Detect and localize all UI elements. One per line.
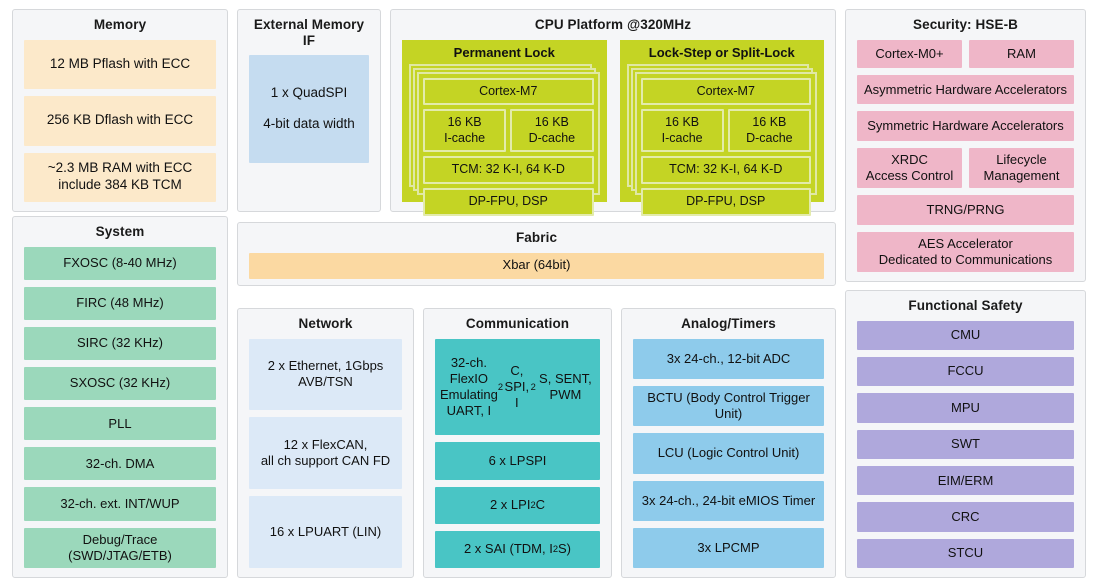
- block-dma[interactable]: 32-ch. DMA: [24, 447, 216, 481]
- block-pll[interactable]: PLL: [24, 407, 216, 441]
- panel-external-memory-if: External Memory IF 1 x QuadSPI 4-bit dat…: [237, 9, 381, 212]
- panel-title-memory: Memory: [93, 17, 147, 32]
- block-security-ram[interactable]: RAM: [969, 39, 1074, 69]
- panel-cpu-platform: CPU Platform @320MHz Permanent Lock Cort…: [390, 9, 836, 216]
- block-cortex-m7[interactable]: Cortex-M7: [423, 77, 594, 106]
- security-row-top: Cortex-M0+ RAM: [857, 39, 1074, 69]
- panel-title-fabric: Fabric: [515, 230, 558, 245]
- panel-functional-safety: Functional Safety CMU FCCU MPU SWT EIM/E…: [845, 290, 1086, 578]
- core-title-permanent-lock: Permanent Lock: [453, 44, 555, 60]
- quadspi-line-1: 1 x QuadSPI: [270, 85, 348, 101]
- block-adc[interactable]: 3x 24-ch., 12-bit ADC: [633, 338, 824, 379]
- block-firc[interactable]: FIRC (48 MHz): [24, 286, 216, 320]
- block-eim-erm[interactable]: EIM/ERM: [857, 465, 1074, 496]
- block-fccu[interactable]: FCCU: [857, 356, 1074, 387]
- block-cortex-m0plus[interactable]: Cortex-M0+: [857, 39, 962, 69]
- block-tcm[interactable]: TCM: 32 K-I, 64 K-D: [640, 156, 811, 185]
- panel-security-hse-b: Security: HSE-B Cortex-M0+ RAM Asymmetri…: [845, 9, 1086, 282]
- block-cmu[interactable]: CMU: [857, 320, 1074, 350]
- panel-title-cpu-platform: CPU Platform @320MHz: [534, 17, 692, 32]
- panel-title-network: Network: [298, 316, 353, 331]
- block-dp-fpu-dsp[interactable]: DP-FPU, DSP: [640, 188, 811, 216]
- memory-block-list: 12 MB Pflash with ECC 256 KB Dflash with…: [24, 39, 216, 203]
- panel-system: System FXOSC (8-40 MHz) FIRC (48 MHz) SI…: [12, 216, 228, 578]
- core-title-lock-step-split-lock: Lock-Step or Split-Lock: [648, 44, 795, 60]
- block-lpuart[interactable]: 16 x LPUART (LIN): [249, 496, 402, 568]
- block-swt[interactable]: SWT: [857, 429, 1074, 459]
- block-pflash[interactable]: 12 MB Pflash with ECC: [24, 39, 216, 90]
- functional-safety-block-list: CMU FCCU MPU SWT EIM/ERM CRC STCU: [857, 320, 1074, 569]
- block-sxosc[interactable]: SXOSC (32 KHz): [24, 366, 216, 401]
- block-asymmetric-accelerators[interactable]: Asymmetric Hardware Accelerators: [857, 75, 1074, 105]
- external-memory-block-list: 1 x QuadSPI 4-bit data width: [249, 55, 369, 164]
- system-block-list: FXOSC (8-40 MHz) FIRC (48 MHz) SIRC (32 …: [24, 246, 216, 568]
- block-lpcmp[interactable]: 3x LPCMP: [633, 527, 824, 569]
- block-quadspi[interactable]: 1 x QuadSPI 4-bit data width: [249, 55, 369, 164]
- block-fxosc[interactable]: FXOSC (8-40 MHz): [24, 246, 216, 280]
- block-dp-fpu-dsp[interactable]: DP-FPU, DSP: [423, 188, 594, 216]
- block-sirc[interactable]: SIRC (32 KHz): [24, 326, 216, 360]
- block-lcu[interactable]: LCU (Logic Control Unit): [633, 433, 824, 474]
- panel-title-system: System: [95, 224, 145, 239]
- panel-title-security: Security: HSE-B: [912, 17, 1019, 32]
- block-lpspi[interactable]: 6 x LPSPI: [435, 442, 600, 480]
- block-bctu[interactable]: BCTU (Body Control Trigger Unit): [633, 385, 824, 427]
- panel-memory: Memory 12 MB Pflash with ECC 256 KB Dfla…: [12, 9, 228, 212]
- block-symmetric-accelerators[interactable]: Symmetric Hardware Accelerators: [857, 111, 1074, 141]
- block-debug-trace[interactable]: Debug/Trace (SWD/JTAG/ETB): [24, 527, 216, 568]
- panel-title-communication: Communication: [465, 316, 570, 331]
- panel-title-external-memory-if: External Memory IF: [253, 17, 365, 48]
- panel-title-analog-timers: Analog/Timers: [681, 316, 776, 331]
- block-crc[interactable]: CRC: [857, 502, 1074, 532]
- block-cortex-m7[interactable]: Cortex-M7: [640, 77, 811, 106]
- block-flexcan[interactable]: 12 x FlexCAN,all ch support CAN FD: [249, 417, 402, 490]
- block-emios-timer[interactable]: 3x 24-ch., 24-bit eMIOS Timer: [633, 480, 824, 521]
- block-xbar[interactable]: Xbar (64bit): [249, 252, 824, 279]
- panel-fabric: Fabric Xbar (64bit): [237, 222, 836, 286]
- block-dflash[interactable]: 256 KB Dflash with ECC: [24, 96, 216, 146]
- analog-timers-block-list: 3x 24-ch., 12-bit ADC BCTU (Body Control…: [633, 338, 824, 569]
- quadspi-line-2: 4-bit data width: [263, 116, 355, 132]
- block-tcm[interactable]: TCM: 32 K-I, 64 K-D: [423, 156, 594, 185]
- panel-analog-timers: Analog/Timers 3x 24-ch., 12-bit ADC BCTU…: [621, 308, 836, 578]
- panel-title-functional-safety: Functional Safety: [908, 298, 1023, 313]
- fabric-block-list: Xbar (64bit): [249, 252, 824, 279]
- block-ext-int-wup[interactable]: 32-ch. ext. INT/WUP: [24, 487, 216, 521]
- block-stcu[interactable]: STCU: [857, 538, 1074, 569]
- block-mpu[interactable]: MPU: [857, 393, 1074, 423]
- block-trng-prng[interactable]: TRNG/PRNG: [857, 195, 1074, 225]
- security-block-list: Cortex-M0+ RAM Asymmetric Hardware Accel…: [857, 39, 1074, 273]
